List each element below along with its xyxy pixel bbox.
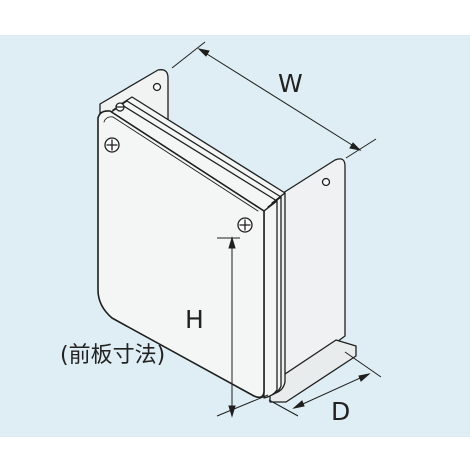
hole-back-left [152, 82, 162, 92]
base-plate [269, 339, 357, 403]
width-arrow-right [349, 142, 362, 151]
screw-icon [115, 102, 125, 112]
depth-arrow-left [292, 400, 305, 409]
front-panel-inner-edge [103, 116, 259, 212]
edge-layer-1 [263, 200, 278, 399]
height-arrow-bottom [228, 405, 236, 418]
depth-label: D [331, 397, 350, 426]
height-note-label: (前板寸法) [60, 343, 165, 368]
screw-icon [104, 137, 120, 153]
front-panel [97, 110, 265, 399]
width-extension-left [171, 41, 206, 69]
depth-extension-left [268, 399, 299, 417]
depth-arrow-right [358, 373, 371, 382]
width-arrow-left [197, 48, 210, 57]
height-label: H [185, 305, 204, 334]
hole-right-side [321, 177, 331, 187]
width-label: W [278, 69, 303, 98]
width-dimension-line [198, 48, 361, 151]
width-extension-right [345, 138, 377, 159]
depth-dimension-line [293, 373, 370, 409]
height-extension-bottom [216, 394, 269, 417]
height-arrow-top [228, 236, 236, 249]
depth-extension-right [344, 351, 382, 378]
screw-icon [237, 217, 253, 233]
